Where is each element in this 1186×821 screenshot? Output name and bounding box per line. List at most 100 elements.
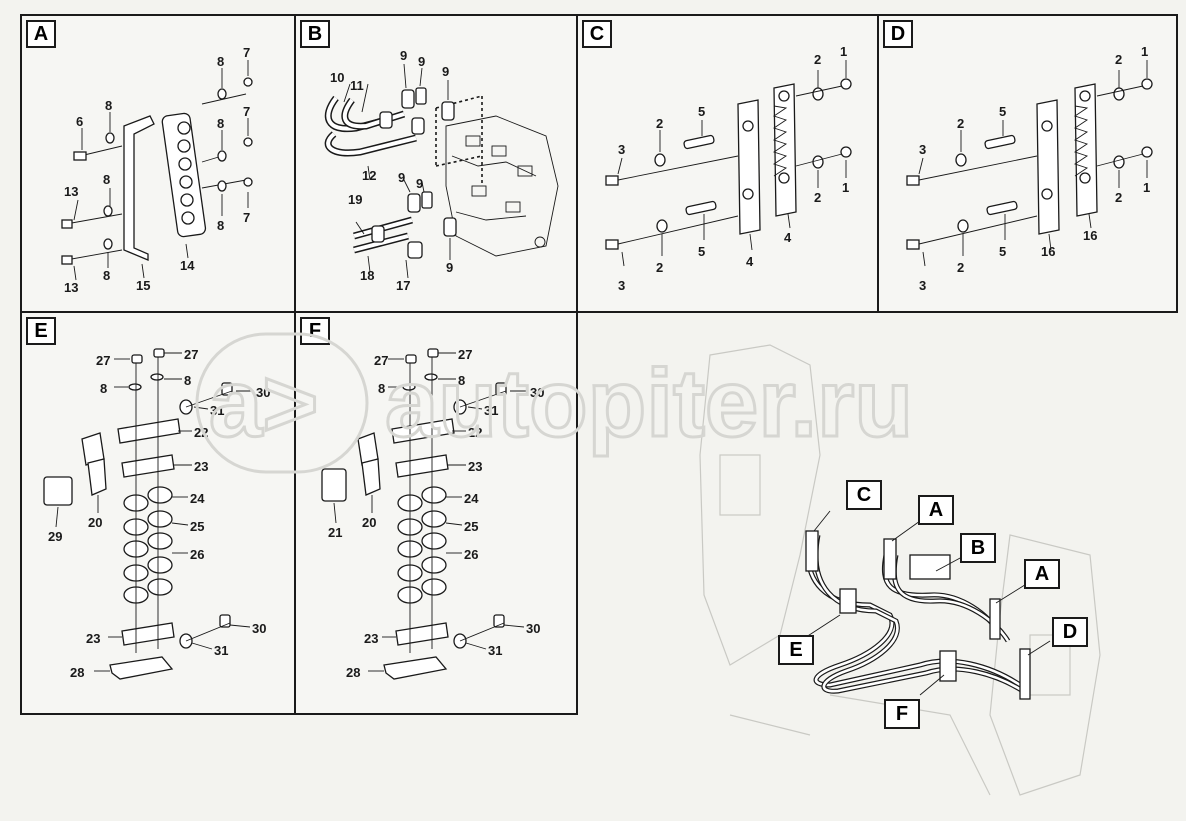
label: 25 [464,519,478,534]
panel-e-drawing: 27 27 8 8 30 31 22 23 24 25 26 29 20 23 … [43,347,270,680]
callout-a-top: A [918,495,954,525]
label: 7 [243,210,250,225]
panel-a-drawing: 7 8 8 7 8 6 13 8 7 8 13 8 15 14 [61,45,253,295]
label: 18 [360,268,374,283]
panel-b: B [294,14,578,313]
label: 21 [328,525,342,540]
label: 3 [618,278,625,293]
panel-b-letter: B [300,20,330,48]
label: 13 [64,184,78,199]
label: 8 [103,268,110,283]
label: 22 [468,425,482,440]
label: 19 [348,192,362,207]
callout-d: D [1052,617,1088,647]
label: 23 [364,631,378,646]
label: 2 [957,116,964,131]
label: 8 [217,54,224,69]
label: 15 [136,278,150,293]
label: 8 [103,172,110,187]
label: 5 [698,244,705,259]
label: 31 [484,403,498,418]
label: 2 [1115,52,1122,67]
label: 23 [468,459,482,474]
label: 27 [458,347,472,362]
panel-e: E [20,311,296,715]
label: 6 [76,114,83,129]
panel-f: F [294,311,578,715]
label: 26 [190,547,204,562]
label: 12 [362,168,376,183]
panel-b-drawing: 9 9 9 10 11 12 9 9 19 18 17 9 [324,48,559,293]
label: 8 [217,116,224,131]
label: 11 [350,78,364,93]
panel-e-letter: E [26,317,56,345]
callout-b: B [960,533,996,563]
label: 2 [957,260,964,275]
label: 23 [86,631,100,646]
label: 13 [64,280,78,295]
label: 10 [330,70,344,85]
callout-e: E [778,635,814,665]
overview-drawing [699,344,1101,796]
label: 30 [526,621,540,636]
label: 30 [256,385,270,400]
label: 7 [243,104,250,119]
label: 24 [190,491,205,506]
panel-c-letter: C [582,20,612,48]
label: 29 [48,529,62,544]
label: 1 [840,44,847,59]
label: 14 [180,258,195,273]
label: 1 [842,180,849,195]
label: 28 [70,665,84,680]
panel-f-drawing: 27 27 8 8 30 31 22 23 24 25 26 21 20 23 … [321,347,544,680]
label: 24 [464,491,479,506]
callout-a-right: A [1024,559,1060,589]
label: 2 [814,52,821,67]
label: 2 [656,116,663,131]
label: 17 [396,278,410,293]
label: 31 [210,403,224,418]
label: 5 [999,104,1006,119]
label: 1 [1141,44,1148,59]
label: 9 [418,54,425,69]
label: 27 [96,353,110,368]
label: 2 [814,190,821,205]
label: 8 [378,381,385,396]
label: 8 [458,373,465,388]
label: 27 [184,347,198,362]
label: 8 [100,381,107,396]
label: 3 [919,142,926,157]
label: 1 [1143,180,1150,195]
label: 2 [1115,190,1122,205]
label: 16 [1041,244,1055,259]
label: 8 [217,218,224,233]
label: 9 [416,176,423,191]
label: 31 [214,643,228,658]
label: 25 [190,519,204,534]
label: 8 [105,98,112,113]
panel-a: A 7 [20,14,296,313]
label: 4 [784,230,792,245]
label: 3 [618,142,625,157]
label: 30 [252,621,266,636]
label: 20 [88,515,102,530]
panel-c-drawing: 1 2 5 2 3 2 1 2 1 3 2 5 4 4 [605,44,852,293]
label: 9 [442,64,449,79]
label: 5 [999,244,1006,259]
label: 9 [446,260,453,275]
label: 27 [374,353,388,368]
label: 22 [194,425,208,440]
label: 20 [362,515,376,530]
overview-assembly: C A B A E D F [690,335,1110,815]
label: 16 [1083,228,1097,243]
label: 9 [400,48,407,63]
label: 2 [656,260,663,275]
panel-a-letter: A [26,20,56,48]
label: 5 [698,104,705,119]
label: 9 [398,170,405,185]
panel-d-drawing: 1 2 5 2 3 2 1 2 1 3 2 5 16 16 [906,44,1153,293]
label: 31 [488,643,502,658]
label: 7 [243,45,250,60]
label: 28 [346,665,360,680]
label: 30 [530,385,544,400]
